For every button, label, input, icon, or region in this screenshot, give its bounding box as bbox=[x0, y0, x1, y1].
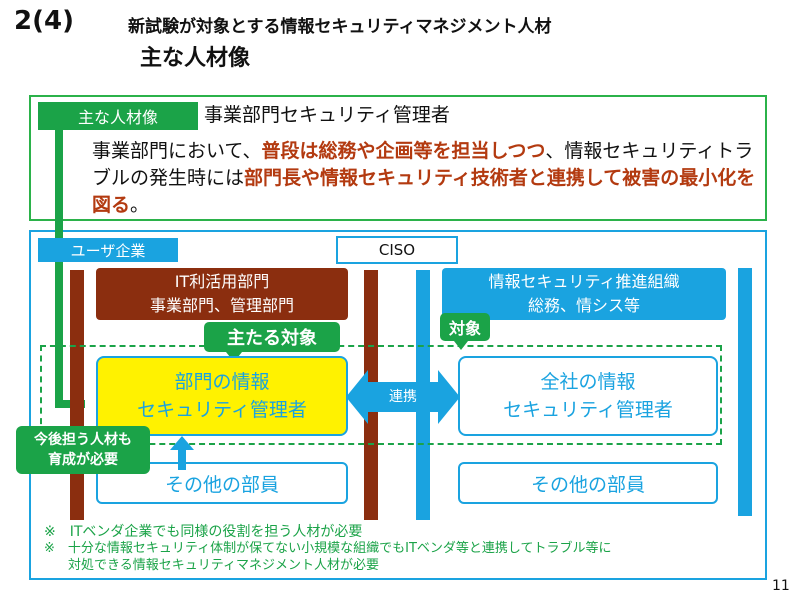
dept-mgr-line: 部門の情報 bbox=[174, 371, 270, 393]
note-line: 対処できる情報セキュリティマネジメント人材が必要 bbox=[68, 558, 379, 573]
it-dept-name: IT利活用部門 bbox=[174, 272, 270, 291]
note: ※ 十分な情報セキュリティ体制が保てない小規模な組織でもITベンダ等と連携してト… bbox=[44, 540, 744, 574]
target-callout: 対象 bbox=[440, 313, 490, 350]
dept-mgr-line: セキュリティ管理者 bbox=[137, 399, 307, 421]
slide-title: 新試験が対象とする情報セキュリティマネジメント人材 bbox=[128, 17, 552, 37]
org-diagram-box bbox=[29, 230, 767, 580]
corp-mgr-line: セキュリティ管理者 bbox=[503, 399, 673, 421]
target-scope-dashed bbox=[40, 345, 722, 445]
up-arrow-icon bbox=[170, 436, 194, 470]
cooperation-label: 連携 bbox=[389, 389, 417, 405]
corp-mgr-line: 全社の情報 bbox=[540, 371, 636, 393]
section-number: 2(4) bbox=[14, 6, 74, 36]
profile-box bbox=[29, 95, 767, 221]
sec-org-name: 情報セキュリティ推進組織 bbox=[488, 272, 680, 291]
future-line: 今後担う人材も bbox=[34, 432, 132, 448]
sec-org-header: 情報セキュリティ推進組織 総務、情シス等 bbox=[442, 268, 726, 320]
desc-highlight: 普段は総務や企画等を担当しつつ bbox=[261, 140, 546, 162]
page-number: 11 bbox=[772, 578, 790, 594]
future-talent-callout: 今後担う人材も 育成が必要 bbox=[16, 426, 150, 474]
it-dept-detail: 事業部門、管理部門 bbox=[149, 296, 294, 315]
desc-text: 、情報セキュリティトラブルの発生時には bbox=[92, 140, 754, 189]
slide-subtitle: 主な人材像 bbox=[140, 46, 251, 71]
dept-security-manager: 部門の情報 セキュリティ管理者 bbox=[96, 356, 348, 436]
user-company-tag: ユーザ企業 bbox=[38, 238, 178, 262]
corp-security-manager: 全社の情報 セキュリティ管理者 bbox=[458, 356, 718, 436]
future-line: 育成が必要 bbox=[48, 452, 118, 468]
note-line: ※ 十分な情報セキュリティ体制が保てない小規模な組織でもITベンダ等と連携してト… bbox=[44, 541, 612, 556]
profile-description: 事業部門において、普段は総務や企画等を担当しつつ、情報セキュリティトラブルの発生… bbox=[92, 138, 762, 219]
desc-highlight: 部門長や情報セキュリティ技術者と連携して被害の最小化を図る bbox=[92, 167, 756, 216]
note: ※ ITベンダ企業でも同様の役割を担う人材が必要 bbox=[44, 524, 363, 540]
connector-line bbox=[55, 130, 63, 408]
profile-tag: 主な人材像 bbox=[38, 102, 198, 130]
sec-org-bar bbox=[738, 268, 752, 516]
profile-role: 事業部門セキュリティ管理者 bbox=[204, 104, 450, 126]
sec-org-detail: 総務、情シス等 bbox=[527, 296, 640, 315]
desc-text: 。 bbox=[130, 194, 150, 216]
desc-text: 事業部門において、 bbox=[92, 140, 262, 162]
ciso-box: CISO bbox=[336, 236, 458, 264]
double-arrow-icon bbox=[346, 370, 460, 424]
main-target-callout: 主たる対象 bbox=[204, 322, 340, 362]
other-members-box: その他の部員 bbox=[458, 462, 718, 504]
it-dept-header: IT利活用部門 事業部門、管理部門 bbox=[96, 268, 348, 320]
